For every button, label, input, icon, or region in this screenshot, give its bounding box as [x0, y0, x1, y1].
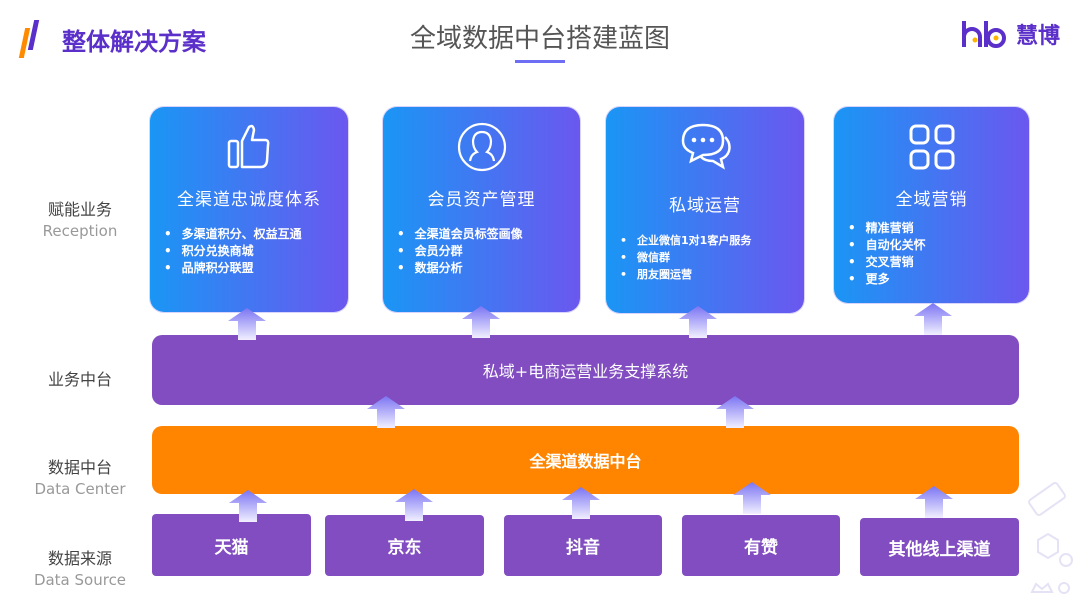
- arrow-up-icon: [229, 490, 267, 522]
- card-title: 会员资产管理: [427, 190, 536, 210]
- card-item: 自动化关怀: [848, 237, 1029, 254]
- card-item: 企业微信1对1客户服务: [620, 232, 804, 249]
- card-item: 交叉营销: [848, 254, 1029, 271]
- source-jd[interactable]: 京东: [325, 515, 484, 576]
- user-icon: [457, 122, 506, 172]
- card-item: 全渠道会员标签画像: [397, 226, 580, 243]
- row-label-business: 业务中台: [47, 370, 112, 389]
- logo: 慧博: [960, 18, 1060, 50]
- card-item: 积分兑换商城: [164, 243, 348, 260]
- card-private-ops[interactable]: 私域运营 企业微信1对1客户服务微信群朋友圈运营: [606, 107, 804, 313]
- card-item: 朋友圈运营: [620, 266, 804, 283]
- card-loyalty[interactable]: 全渠道忠诚度体系 多渠道积分、权益互通积分兑换商城品牌积分联盟: [150, 107, 348, 312]
- arrow-up-icon: [914, 303, 952, 335]
- grid-icon: [909, 124, 954, 170]
- source-other-online[interactable]: 其他线上渠道: [860, 518, 1019, 576]
- source-tmall[interactable]: 天猫: [152, 514, 311, 576]
- card-item: 精准营销: [848, 220, 1029, 237]
- arrow-up-icon: [733, 482, 771, 514]
- arrow-up-icon: [679, 306, 717, 338]
- arrow-up-icon: [395, 489, 433, 521]
- source-youzan[interactable]: 有赞: [682, 515, 840, 576]
- thumbs-up-icon: [227, 124, 270, 169]
- card-item: 多渠道积分、权益互通: [164, 226, 348, 243]
- decorative-icons: [1028, 482, 1073, 594]
- card-title: 私域运营: [669, 196, 741, 216]
- page-title: 全域数据中台搭建蓝图: [409, 24, 670, 54]
- arrow-up-icon: [228, 308, 266, 340]
- logo-text: 慧博: [1016, 24, 1061, 49]
- card-title: 全渠道忠诚度体系: [177, 190, 321, 210]
- arrow-up-icon: [562, 487, 600, 519]
- card-member-assets[interactable]: 会员资产管理 全渠道会员标签画像会员分群数据分析: [383, 107, 580, 312]
- card-item: 会员分群: [397, 243, 580, 260]
- card-item: 品牌积分联盟: [164, 260, 348, 277]
- card-item: 数据分析: [397, 260, 580, 277]
- title-underline: [515, 60, 565, 63]
- data-center-bar[interactable]: 全渠道数据中台: [152, 426, 1019, 494]
- card-item: 微信群: [620, 249, 804, 266]
- card-omni-marketing[interactable]: 全域营销 精准营销自动化关怀交叉营销更多: [834, 107, 1029, 303]
- hb-logo-icon: [962, 21, 1006, 48]
- arrow-up-icon: [462, 306, 500, 338]
- arrow-up-icon: [915, 486, 953, 518]
- business-support-bar[interactable]: 私域+电商运营业务支撑系统: [152, 335, 1019, 405]
- card-title: 全域营销: [895, 190, 968, 210]
- card-item: 更多: [848, 271, 1029, 288]
- arrow-up-icon: [367, 396, 405, 428]
- source-douyin[interactable]: 抖音: [504, 515, 662, 576]
- arrow-up-icon: [716, 396, 754, 428]
- section-title: 整体解决方案: [62, 28, 206, 56]
- chat-icon: [681, 123, 731, 170]
